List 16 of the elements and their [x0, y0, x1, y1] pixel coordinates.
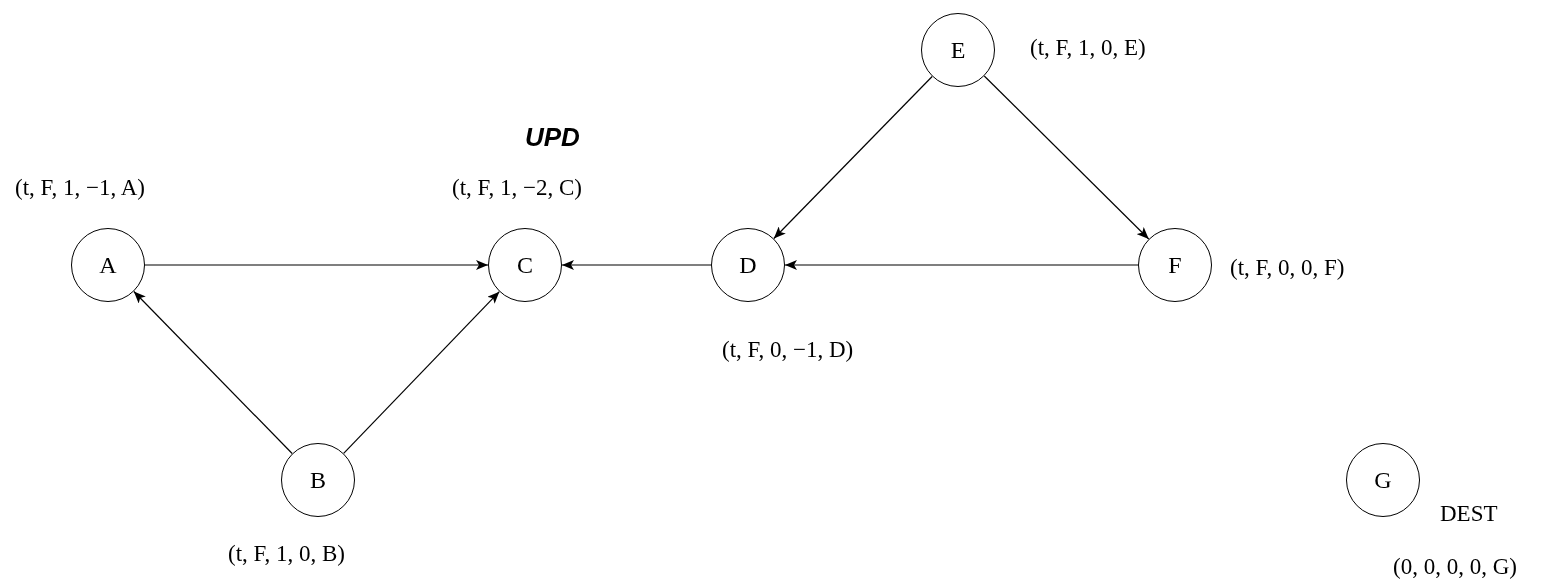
node-tag: UPD: [525, 124, 580, 150]
node-state-label: (t, F, 1, 0, B): [228, 542, 345, 565]
node-state-label: (t, F, 1, −1, A): [15, 176, 145, 199]
arrow: [144, 260, 489, 270]
arrow: [133, 290, 293, 455]
node-state-label: (t, F, 1, −2, C): [452, 176, 582, 199]
node-state-label: (0, 0, 0, 0, G): [1393, 555, 1517, 578]
arrow: [983, 75, 1150, 240]
node-state-label: (t, F, 1, 0, E): [1030, 36, 1146, 59]
arrow: [773, 75, 933, 240]
arrow: [561, 260, 712, 270]
node-state-label: DEST: [1440, 502, 1498, 525]
arrow: [784, 260, 1139, 270]
node-state-label: (t, F, 0, −1, D): [722, 338, 854, 361]
node-state-label: (t, F, 0, 0, F): [1230, 256, 1345, 279]
arrow: [343, 291, 500, 454]
